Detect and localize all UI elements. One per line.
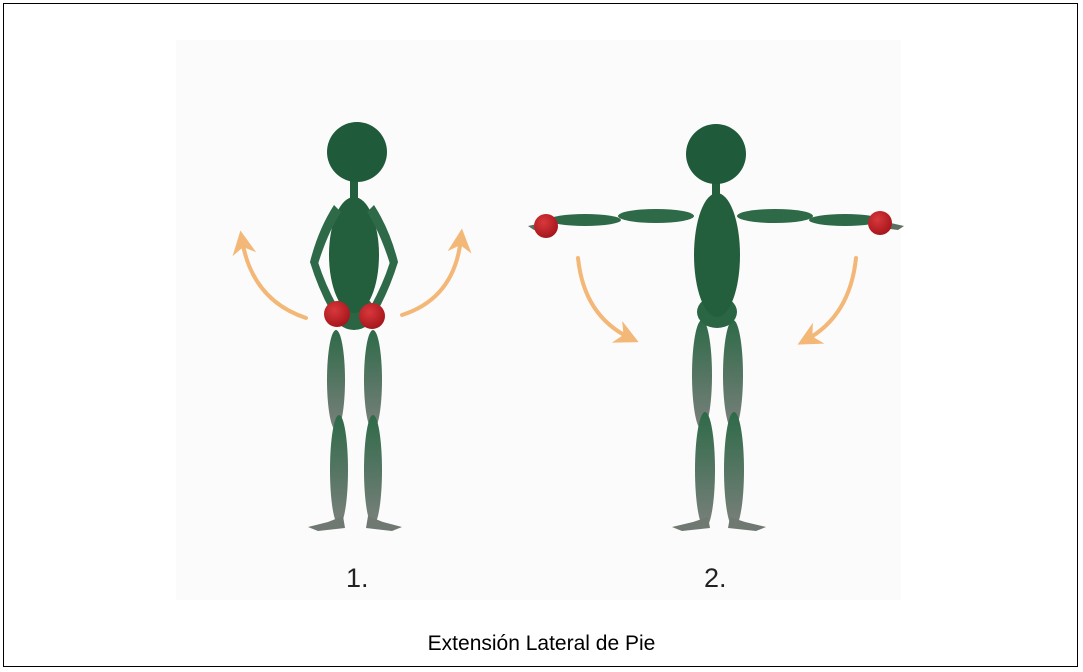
figure-1	[242, 122, 461, 531]
right-foot	[366, 516, 402, 531]
head	[686, 124, 746, 184]
right-shin	[724, 412, 744, 528]
dumbbell-right	[868, 211, 892, 235]
left-foot	[308, 516, 345, 531]
left-thigh	[327, 330, 345, 430]
left-thigh	[692, 320, 712, 430]
dumbbell-right	[359, 303, 385, 329]
figure-2	[528, 124, 904, 531]
dumbbell-left	[534, 214, 558, 238]
left-forearm	[549, 214, 621, 226]
left-foot	[672, 517, 710, 531]
arrow-up-left-icon	[242, 240, 306, 318]
left-upper-arm	[618, 209, 694, 223]
arrow-down-left-icon	[578, 258, 630, 338]
step-2-label: 2.	[704, 563, 727, 594]
figure-caption: Extensión Lateral de Pie	[0, 632, 1083, 656]
left-shin	[695, 412, 715, 528]
head	[327, 122, 387, 182]
right-upper-arm	[737, 209, 813, 223]
arrow-up-right-icon	[402, 238, 461, 315]
dumbbell-left	[324, 301, 350, 327]
left-shin	[330, 415, 348, 525]
right-shin	[364, 415, 382, 525]
arrow-down-right-icon	[806, 258, 856, 340]
step-1-label: 1.	[346, 563, 369, 594]
right-foot	[728, 517, 766, 531]
torso	[694, 193, 740, 317]
